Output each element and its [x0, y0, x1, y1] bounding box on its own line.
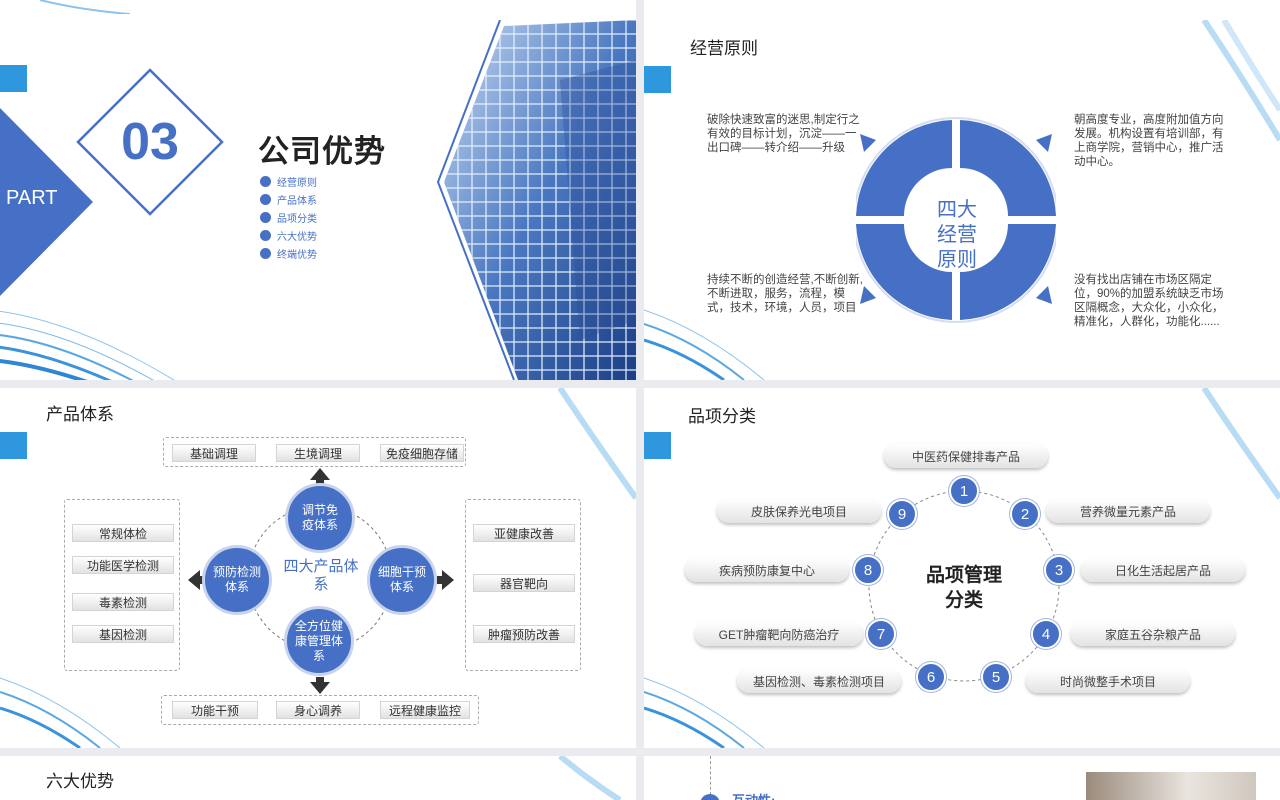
part-label: PART	[6, 187, 58, 209]
blue-swirl-corner-decoration	[558, 756, 622, 800]
tag[interactable]: 肿瘤预防改善	[473, 625, 575, 643]
item-pill[interactable]: 皮肤保养光电项目	[717, 499, 881, 523]
item-number: 5	[981, 662, 1011, 692]
slide-title: 六大优势	[46, 772, 114, 791]
item-pill[interactable]: 日化生活起居产品	[1081, 558, 1245, 582]
item-pill[interactable]: 家庭五谷杂粮产品	[1071, 622, 1235, 646]
slide-interaction[interactable]: 互动性:	[644, 756, 1280, 800]
blue-swirl-corner-decoration	[1201, 388, 1280, 500]
slide-six-advantages[interactable]: 六大优势	[0, 756, 636, 800]
blue-swirl-top-decoration	[40, 0, 131, 14]
tag[interactable]: 功能医学检测	[72, 556, 174, 574]
item-pill[interactable]: GET肿瘤靶向防癌治疗	[695, 622, 863, 646]
toc-item[interactable]: 产品体系	[260, 190, 317, 208]
accent-square	[644, 66, 671, 93]
ring-center-text: 四大经营原则	[937, 199, 977, 271]
timeline-dot	[700, 794, 720, 800]
toc-list: 经营原则 产品体系 品项分类 六大优势 终端优势	[260, 172, 317, 262]
item-pill[interactable]: 时尚微整手术项目	[1026, 669, 1190, 693]
item-pill[interactable]: 中医药保健排毒产品	[884, 444, 1048, 468]
item-pill[interactable]: 营养微量元素产品	[1046, 499, 1210, 523]
blue-swirl-decoration	[644, 309, 765, 380]
bottom-tag-group	[161, 695, 479, 725]
tag[interactable]: 器官靶向	[473, 574, 575, 592]
item-pill[interactable]: 疾病预防康复中心	[685, 558, 849, 582]
slide-title: 经营原则	[690, 39, 758, 58]
arrow-up-icon	[310, 468, 330, 485]
item-number: 7	[866, 619, 896, 649]
bullet-icon	[260, 247, 271, 259]
bubble-immune[interactable]: 调节免疫体系	[285, 483, 355, 553]
blue-swirl-decoration	[0, 310, 175, 380]
photo-image	[1086, 772, 1256, 800]
tag[interactable]: 免疫细胞存储	[380, 444, 464, 462]
blue-swirl-corner-decoration	[1201, 20, 1280, 142]
toc-item[interactable]: 六大优势	[260, 226, 317, 244]
part-triangle	[0, 108, 93, 296]
building-image	[436, 20, 636, 380]
slide-business-principles[interactable]: 经营原则 四大经营原则 破除快速致富的迷思,制定行之有效的目标计划，沉淀——一出…	[644, 0, 1280, 380]
accent-square	[0, 65, 27, 92]
item-number: 2	[1010, 499, 1040, 529]
slide-product-system[interactable]: 产品体系 基础调理 生境调理 免疫细胞存储 功能干预 身心调养 远程健康监控 常…	[0, 388, 636, 748]
toc-item[interactable]: 终端优势	[260, 244, 317, 262]
section-number: 03	[121, 113, 179, 171]
tag[interactable]: 常规体检	[72, 524, 174, 542]
principle-text: 持续不断的创造经营,不断创新,不断进取，服务，流程，模式，技术，环境，人员，项目	[707, 274, 863, 314]
section-heading: 公司优势	[258, 134, 386, 169]
bullet-icon	[260, 193, 271, 205]
slide-title: 产品体系	[46, 405, 114, 424]
tag[interactable]: 亚健康改善	[473, 524, 575, 542]
principle-text: 朝高度专业，高度附加值方向发展。机构设置有培训部，有上商学院，营销中心，推广活动…	[1074, 114, 1224, 168]
bubble-prevention[interactable]: 预防检测体系	[202, 545, 272, 615]
item-center-text: 品项管理分类	[926, 565, 1003, 611]
accent-square	[0, 432, 27, 459]
bullet-icon	[260, 229, 271, 241]
arrow-down-icon	[310, 677, 330, 694]
item-pill[interactable]: 基因检测、毒素检测项目	[737, 669, 901, 693]
top-tag-group	[163, 437, 466, 467]
item-number: 4	[1031, 619, 1061, 649]
bubble-health-management[interactable]: 全方位健康管理体系	[284, 606, 354, 676]
number-diamond	[76, 68, 224, 216]
item-number: 3	[1044, 555, 1074, 585]
timeline-line	[710, 756, 711, 800]
principle-text: 没有找出店铺在市场区隔定位，90%的加盟系统缺乏市场区隔概念，大众化，小众化，精…	[1074, 274, 1224, 328]
partial-heading: 互动性:	[732, 790, 775, 800]
tag[interactable]: 身心调养	[276, 701, 360, 719]
item-number: 1	[949, 476, 979, 506]
bubble-cell[interactable]: 细胞干预体系	[367, 545, 437, 615]
principle-ring	[856, 117, 1056, 323]
slide-title: 品项分类	[688, 407, 756, 426]
item-number: 9	[887, 499, 917, 529]
system-center-text: 四大产品体系	[283, 558, 359, 593]
tag[interactable]: 功能干预	[172, 701, 258, 719]
tag[interactable]: 基因检测	[72, 625, 174, 643]
bullet-icon	[260, 211, 271, 223]
item-number: 8	[853, 555, 883, 585]
toc-item[interactable]: 经营原则	[260, 172, 317, 190]
arrow-left-icon	[188, 570, 205, 590]
tag[interactable]: 远程健康监控	[380, 701, 470, 719]
left-tag-group	[64, 499, 180, 671]
item-number: 6	[916, 662, 946, 692]
slide-section-cover[interactable]: PART 03 公司优势 经营原则 产品体系 品项分类 六大优势 终端优势	[0, 0, 636, 380]
bullet-icon	[260, 175, 271, 187]
tag[interactable]: 基础调理	[172, 444, 256, 462]
blue-swirl-decoration	[0, 677, 121, 748]
blue-swirl-corner-decoration	[557, 388, 636, 500]
tag[interactable]: 毒素检测	[72, 593, 174, 611]
principle-text: 破除快速致富的迷思,制定行之有效的目标计划，沉淀——一出口碑——转介绍——升级	[707, 114, 860, 154]
blue-swirl-decoration	[644, 677, 765, 748]
right-tag-group	[465, 499, 581, 671]
toc-item[interactable]: 品项分类	[260, 208, 317, 226]
tag[interactable]: 生境调理	[276, 444, 360, 462]
slide-item-classification[interactable]: 品项分类 品项管理分类 中医药保健排毒产品 营养微量元素产品 日化生活起居产品 …	[644, 388, 1280, 748]
accent-square	[644, 432, 671, 459]
arrow-right-icon	[437, 570, 454, 590]
